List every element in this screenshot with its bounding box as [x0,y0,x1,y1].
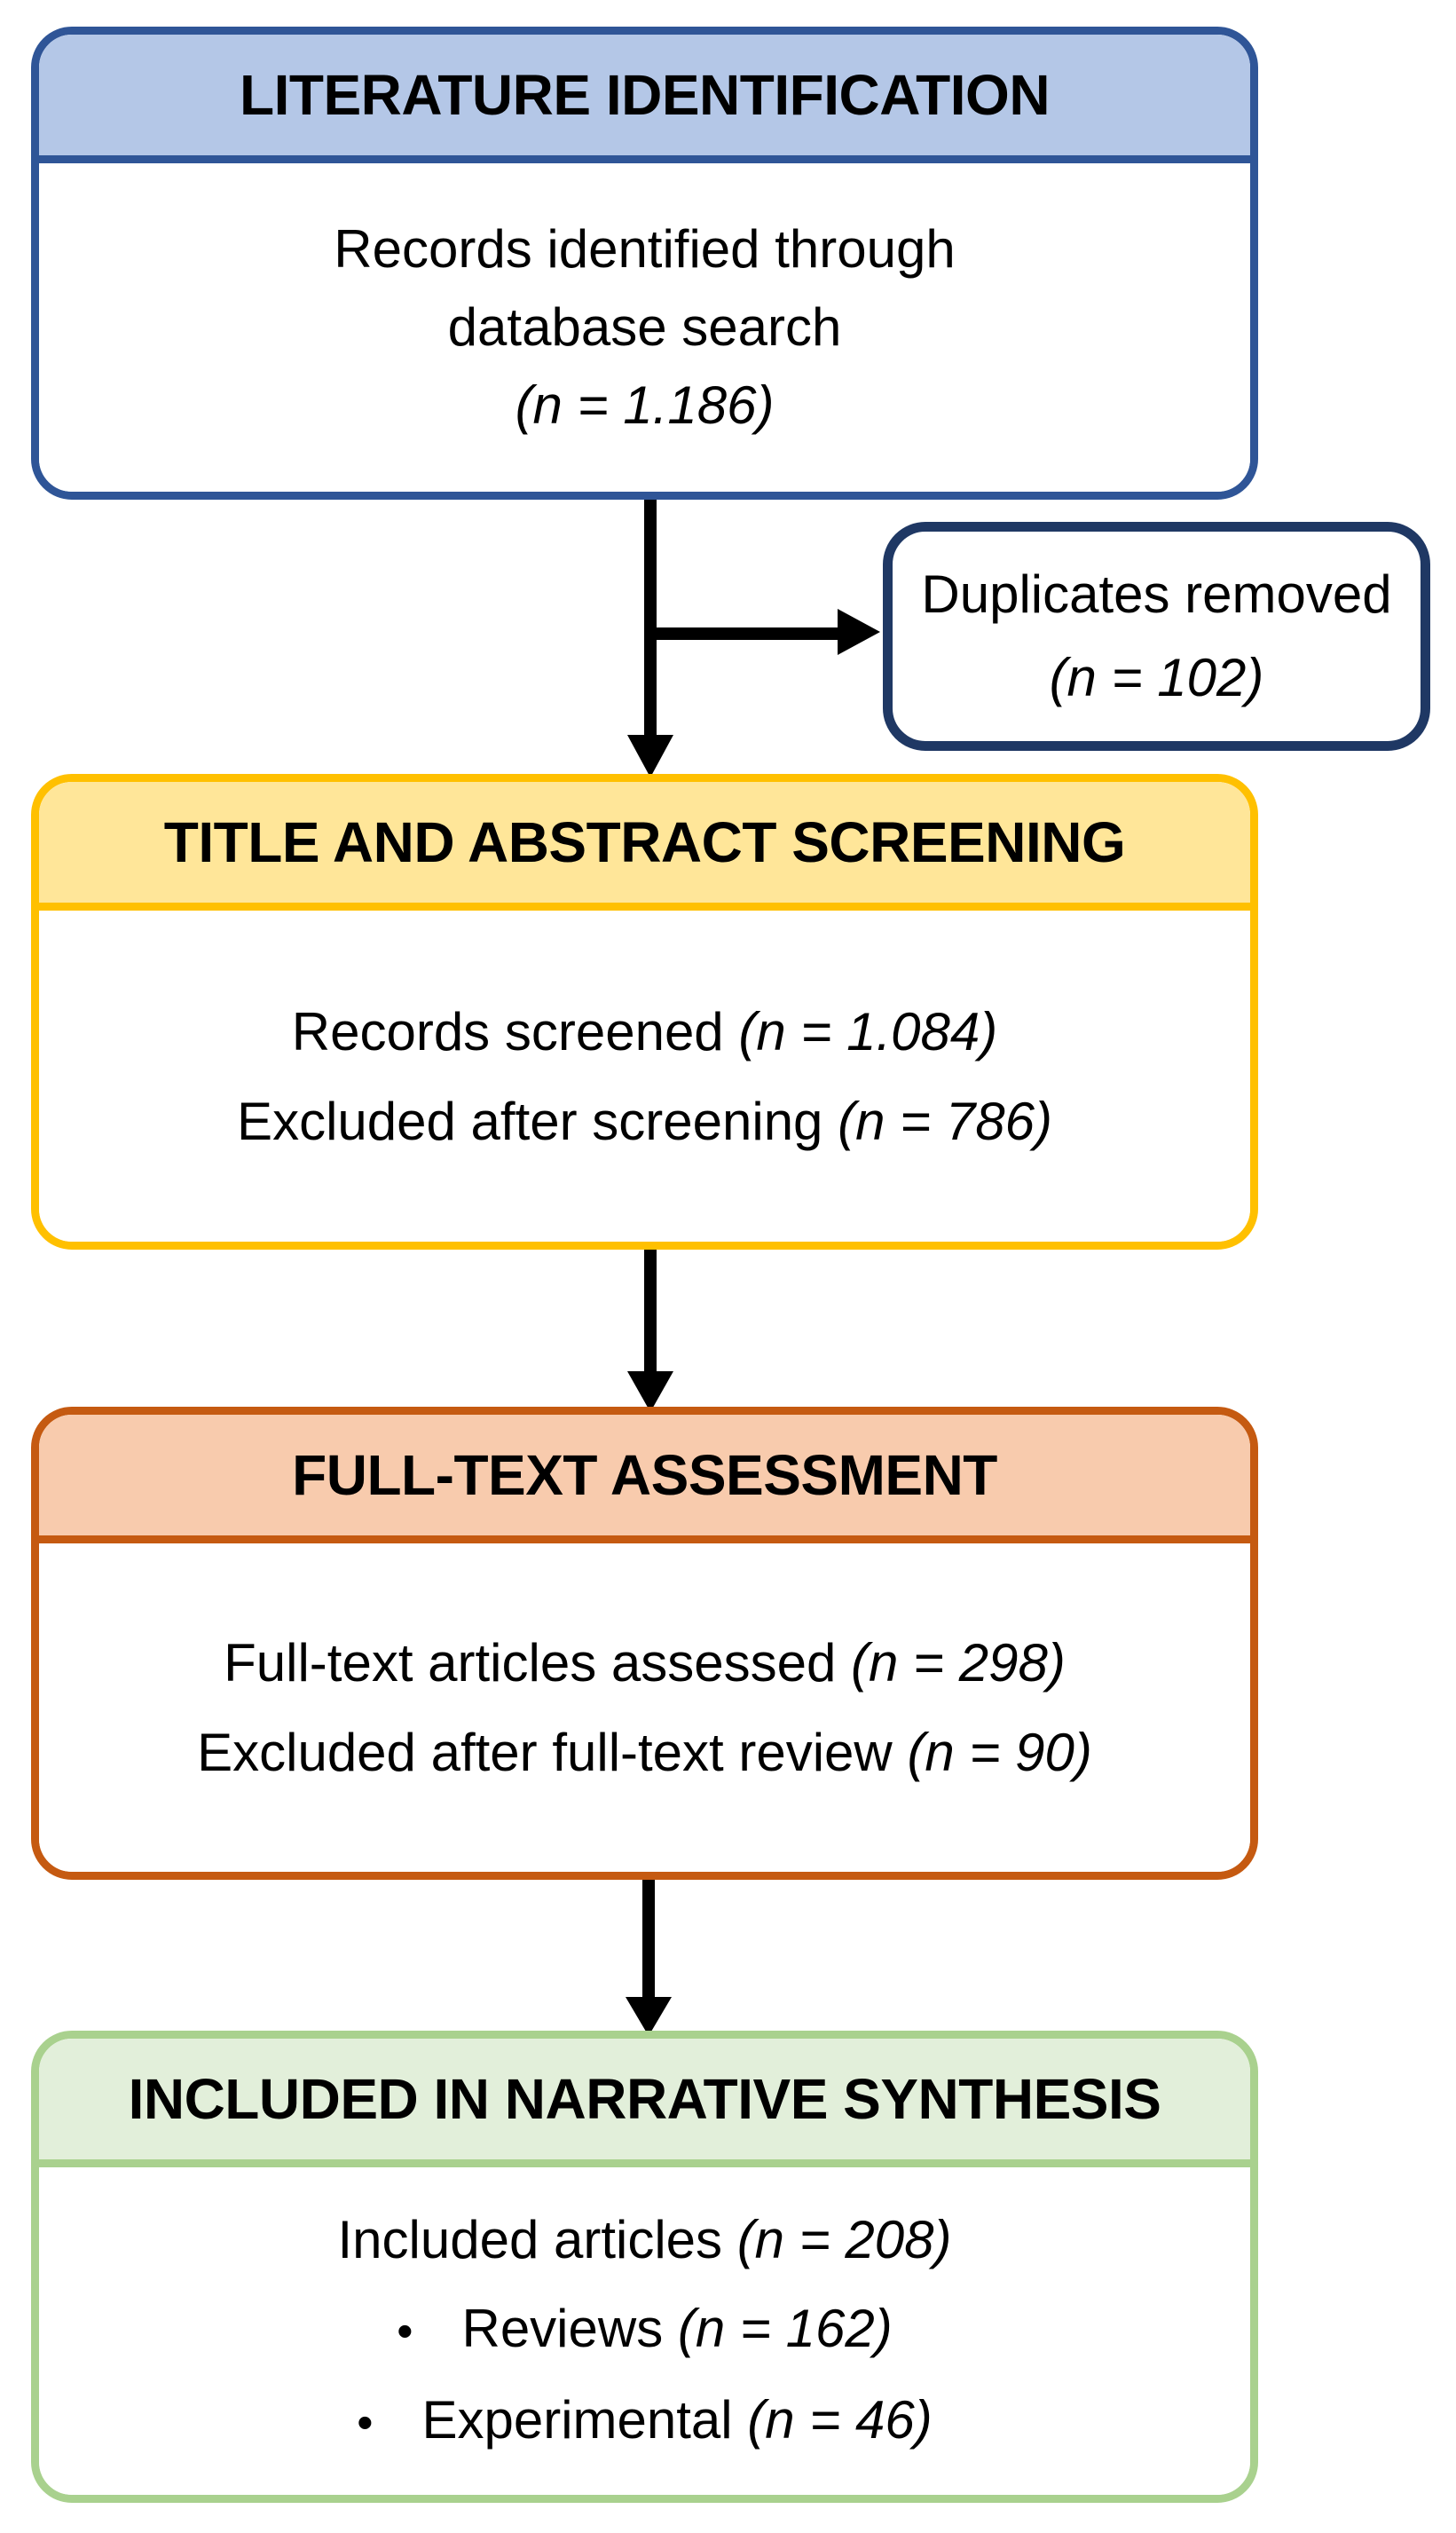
stat-line: (n = 102) [1050,636,1264,720]
arrowhead-right-duplicates [838,609,880,655]
stat-text: Included articles [337,2209,737,2269]
duplicates-removed-box: Duplicates removed (n = 102) [883,522,1430,751]
stat-line: Excluded after full-text review (n = 90) [197,1708,1092,1797]
stage-body-title-abstract-screening: Records screened (n = 1.084) Excluded af… [39,911,1250,1242]
stat-text: Full-text articles assessed [224,1633,852,1693]
stage-header-full-text-assessment: FULL-TEXT ASSESSMENT [39,1415,1250,1543]
stat-text: Duplicates removed [921,564,1392,624]
stat-line: database search [448,288,842,367]
stat-line: Excluded after screening (n = 786) [237,1077,1052,1166]
stat-text: Excluded after screening [237,1091,838,1151]
stat-line: Full-text articles assessed (n = 298) [224,1618,1066,1708]
stage-title-literature-identification: LITERATURE IDENTIFICATION [239,63,1051,127]
stage-body-literature-identification: Records identified through database sear… [39,163,1250,492]
stat-text: database search [447,297,842,357]
stage-body-full-text-assessment: Full-text articles assessed (n = 298) Ex… [39,1543,1250,1872]
stat-line: Duplicates removed [921,553,1391,636]
stat-count: (n = 102) [1049,648,1264,707]
stage-header-included-narrative-synthesis: INCLUDED IN NARRATIVE SYNTHESIS [39,2039,1250,2167]
stage-title-full-text-assessment: FULL-TEXT ASSESSMENT [292,1443,997,1507]
stat-text: Excluded after full-text review [197,1723,908,1782]
stage-header-literature-identification: LITERATURE IDENTIFICATION [39,35,1250,163]
stat-line: • Reviews (n = 162) [397,2284,892,2376]
stage-title-included-narrative-synthesis: INCLUDED IN NARRATIVE SYNTHESIS [128,2067,1161,2131]
stage-title-title-abstract-screening: TITLE AND ABSTRACT SCREENING [163,810,1126,874]
stat-count: (n = 208) [736,2209,952,2269]
arrow-fulltext-to-included [642,1880,655,1997]
stat-line: Included articles (n = 208) [337,2196,951,2284]
stat-count: (n = 46) [747,2389,933,2450]
stat-count: (n = 162) [677,2298,893,2358]
stat-count: (n = 786) [838,1091,1052,1151]
stat-text: Records identified through [334,219,956,279]
stage-header-title-abstract-screening: TITLE AND ABSTRACT SCREENING [39,782,1250,911]
stat-line: Records screened (n = 1.084) [292,987,997,1077]
stat-line: • Experimental (n = 46) [357,2376,933,2467]
arrowhead-down-1 [627,735,673,777]
bullet-icon: • [357,2396,374,2449]
stat-count: (n = 1.084) [738,1001,998,1061]
stat-line: (n = 1.186) [516,367,775,445]
stat-text: Experimental [421,2389,748,2450]
stat-count: (n = 298) [851,1633,1066,1693]
stage-box-literature-identification: LITERATURE IDENTIFICATION Records identi… [31,27,1258,500]
bullet-icon: • [397,2305,413,2357]
stage-body-included-narrative-synthesis: Included articles (n = 208) • Reviews (n … [39,2167,1250,2495]
arrow-branch-to-duplicates [650,627,838,640]
stage-box-full-text-assessment: FULL-TEXT ASSESSMENT Full-text articles … [31,1407,1258,1880]
stage-box-included-narrative-synthesis: INCLUDED IN NARRATIVE SYNTHESIS Included… [31,2031,1258,2503]
arrow-screening-to-fulltext [644,1250,657,1371]
arrow-identification-to-screening [644,493,657,735]
stat-line: Records identified through [334,210,955,288]
stat-count: (n = 90) [907,1723,1092,1782]
stat-text: Reviews [461,2298,678,2358]
stat-count: (n = 1.186) [515,375,775,435]
stat-text: Records screened [291,1001,739,1061]
stage-box-title-abstract-screening: TITLE AND ABSTRACT SCREENING Records scr… [31,774,1258,1250]
